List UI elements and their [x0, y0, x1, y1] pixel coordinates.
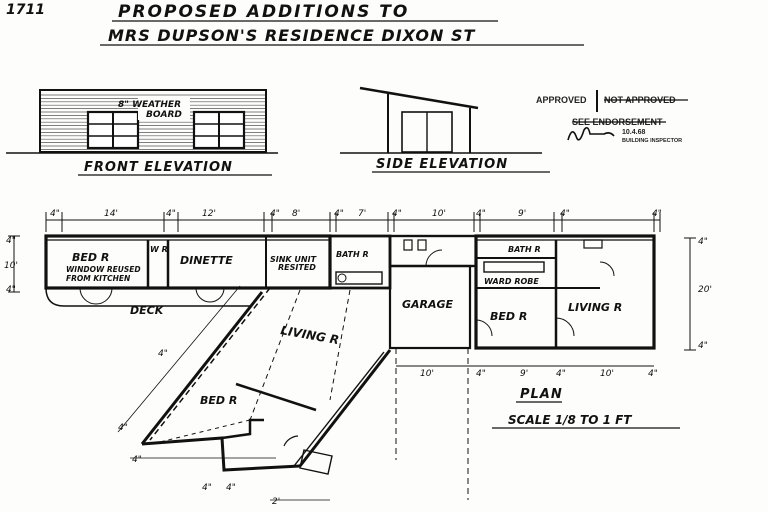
dim-bottom-3: 4" — [556, 369, 566, 379]
dim-bottom-0: 10' — [420, 369, 434, 379]
dim-bottom-5: 4" — [648, 369, 658, 379]
dim-top-7: 7' — [358, 209, 366, 219]
dim-top-8: 4" — [392, 209, 402, 219]
title-line-1: PROPOSED ADDITIONS TO — [118, 2, 409, 22]
label-sink-unit-1: SINK UNIT — [270, 255, 317, 264]
dim-top-9: 10' — [432, 209, 446, 219]
label-living-right: LIVING R — [568, 301, 622, 314]
dim-wing-side: 4" — [158, 349, 168, 359]
stamp-role: BUILDING INSPECTOR — [622, 138, 682, 144]
label-ward-robe: WARD ROBE — [484, 277, 539, 286]
dim-top-4: 4" — [270, 209, 280, 219]
dim-wing-bottom-1: 4" — [202, 483, 212, 493]
title-block: 1711 PROPOSED ADDITIONS TO MRS DUPSON'S … — [6, 2, 584, 46]
corner-mark: 1711 — [6, 2, 45, 18]
stamp-approved: APPROVED — [536, 95, 587, 105]
dim-wing-bottom-0: 4" — [132, 455, 142, 465]
dim-left-bottom: 4" — [6, 285, 16, 295]
label-bath-right: BATH R — [508, 245, 541, 254]
dim-bottom-4: 10' — [600, 369, 614, 379]
label-bath-left: BATH R — [336, 250, 369, 259]
label-dinette: DINETTE — [180, 254, 233, 267]
label-sink-unit-2: RESITED — [278, 263, 316, 272]
front-elevation-label: FRONT ELEVATION — [84, 160, 233, 175]
dim-top-13: 4" — [652, 209, 662, 219]
label-bed-right: BED R — [490, 310, 527, 323]
dim-right-top: 4" — [698, 237, 708, 247]
dim-right-height: 20' — [698, 285, 712, 295]
dim-top-11: 9' — [518, 209, 526, 219]
plan-label: PLAN — [520, 387, 563, 402]
label-bed-left: BED R — [72, 251, 109, 264]
front-note-1: 8" WEATHER — [118, 100, 181, 110]
dim-top-6: 4" — [334, 209, 344, 219]
dim-top-12: 4" — [560, 209, 570, 219]
approval-stamp: APPROVED NOT APPROVED SEE ENDORSEMENT 10… — [536, 90, 688, 144]
dim-top-0: 4" — [50, 209, 60, 219]
label-living-main: LIVING R — [279, 323, 340, 347]
dim-top-10: 4" — [476, 209, 486, 219]
dim-bottom-1: 4" — [476, 369, 486, 379]
label-bed-new: BED R — [200, 394, 237, 407]
label-wr: W R — [150, 245, 168, 254]
label-window-note-2: FROM KITCHEN — [66, 274, 131, 283]
side-elevation: SIDE ELEVATION — [340, 86, 550, 173]
floor-plan — [8, 212, 696, 501]
stamp-date: 10.4.68 — [622, 129, 645, 136]
plan-room-labels: BED R W R DINETTE SINK UNIT RESITED BATH… — [66, 245, 622, 407]
side-elevation-label: SIDE ELEVATION — [376, 157, 508, 172]
label-deck: DECK — [130, 304, 165, 317]
inspector-signature — [567, 126, 615, 141]
dim-left-height: 10' — [4, 261, 18, 271]
dim-top-3: 12' — [202, 209, 216, 219]
front-note-2: BOARD — [146, 110, 182, 120]
label-window-note-1: WINDOW REUSED — [66, 265, 141, 274]
front-elevation: 8" WEATHER BOARD FRONT ELEVATION — [6, 89, 278, 176]
title-line-2: MRS DUPSON'S RESIDENCE DIXON ST — [108, 26, 476, 45]
plan-title: PLAN SCALE 1/8 TO 1 FT — [492, 387, 680, 429]
dim-top-5: 8' — [292, 209, 300, 219]
dim-wing-bottom-3: 2' — [272, 497, 280, 507]
dim-top-2: 4" — [166, 209, 176, 219]
dim-right-bottom: 4" — [698, 341, 708, 351]
plan-scale: SCALE 1/8 TO 1 FT — [508, 413, 632, 427]
dim-wing-left: 4" — [118, 423, 128, 433]
dim-top-1: 14' — [104, 209, 118, 219]
dim-wing-bottom-2: 4" — [226, 483, 236, 493]
dim-bottom-2: 9' — [520, 369, 528, 379]
label-garage: GARAGE — [402, 298, 454, 311]
plan-dimensions: 4" 10' 4" 4" 20' 4" 4" 4" 4" 14' 4" 12' 4" 8'… — [4, 209, 712, 507]
dim-left-top: 4" — [6, 236, 16, 246]
